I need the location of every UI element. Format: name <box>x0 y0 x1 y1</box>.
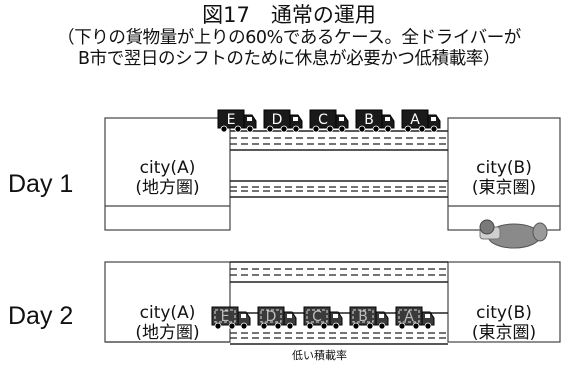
truck-letter: D <box>266 309 277 325</box>
truck-c: C <box>303 306 343 330</box>
truck-b: B <box>355 109 395 133</box>
day1-label: Day 1 <box>8 170 74 198</box>
truck-e: E <box>211 306 251 330</box>
truck-d: D <box>263 109 303 133</box>
truck-letter: D <box>272 112 283 128</box>
figure-title: 図17 通常の運用 <box>202 3 376 27</box>
day2-city-a-name: city(A) <box>139 303 196 323</box>
truck-d: D <box>257 306 297 330</box>
truck-c: C <box>309 109 349 133</box>
truck-b: B <box>349 306 389 330</box>
day2-city-a-label: city(A) (地方圏) <box>105 303 230 343</box>
day2-city-b-box <box>447 261 561 343</box>
day1-city-a-label: city(A) (地方圏) <box>105 158 230 198</box>
day2-city-b-region: (東京圏) <box>471 323 537 343</box>
truck-letter: E <box>227 112 236 128</box>
sleeping-driver-icon <box>479 219 548 249</box>
figure-subtitle-line1: （下りの貨物量が上りの60%であるケース。全ドライバーが <box>57 28 521 48</box>
day1-city-b-name: city(B) <box>476 158 532 178</box>
truck-letter: C <box>312 309 322 325</box>
day2-city-b-name: city(B) <box>476 303 532 323</box>
figure-subtitle-line2: B市で翌日のシフトのために休息が必要かつ低積載率） <box>77 49 500 69</box>
day1-city-b-region: (東京圏) <box>471 178 537 198</box>
figure-title-block: 図17 通常の運用 （下りの貨物量が上りの60%であるケース。全ドライバーが B… <box>0 2 578 70</box>
day1-lower-road <box>230 180 448 198</box>
truck-letter: A <box>410 112 420 128</box>
truck-e: E <box>217 109 257 133</box>
truck-a: A <box>401 109 441 133</box>
day2-upper-road <box>230 261 448 283</box>
truck-letter: A <box>404 309 414 325</box>
truck-a: A <box>395 306 435 330</box>
truck-letter: E <box>221 309 230 325</box>
day2-city-b-label: city(B) (東京圏) <box>448 303 560 343</box>
truck-letter: B <box>364 112 374 128</box>
day1-city-a-name: city(A) <box>139 158 196 178</box>
day1-city-a-region: (地方圏) <box>135 178 200 198</box>
day2-city-a-region: (地方圏) <box>135 323 200 343</box>
truck-letter: C <box>318 112 328 128</box>
day2-low-load-note: 低い積載率 <box>292 349 347 362</box>
truck-letter: B <box>358 309 368 325</box>
day2-label: Day 2 <box>8 302 74 330</box>
day1-city-a-box <box>104 117 231 231</box>
day1-upper-road <box>230 130 448 151</box>
day1-city-b-label: city(B) (東京圏) <box>448 158 560 198</box>
